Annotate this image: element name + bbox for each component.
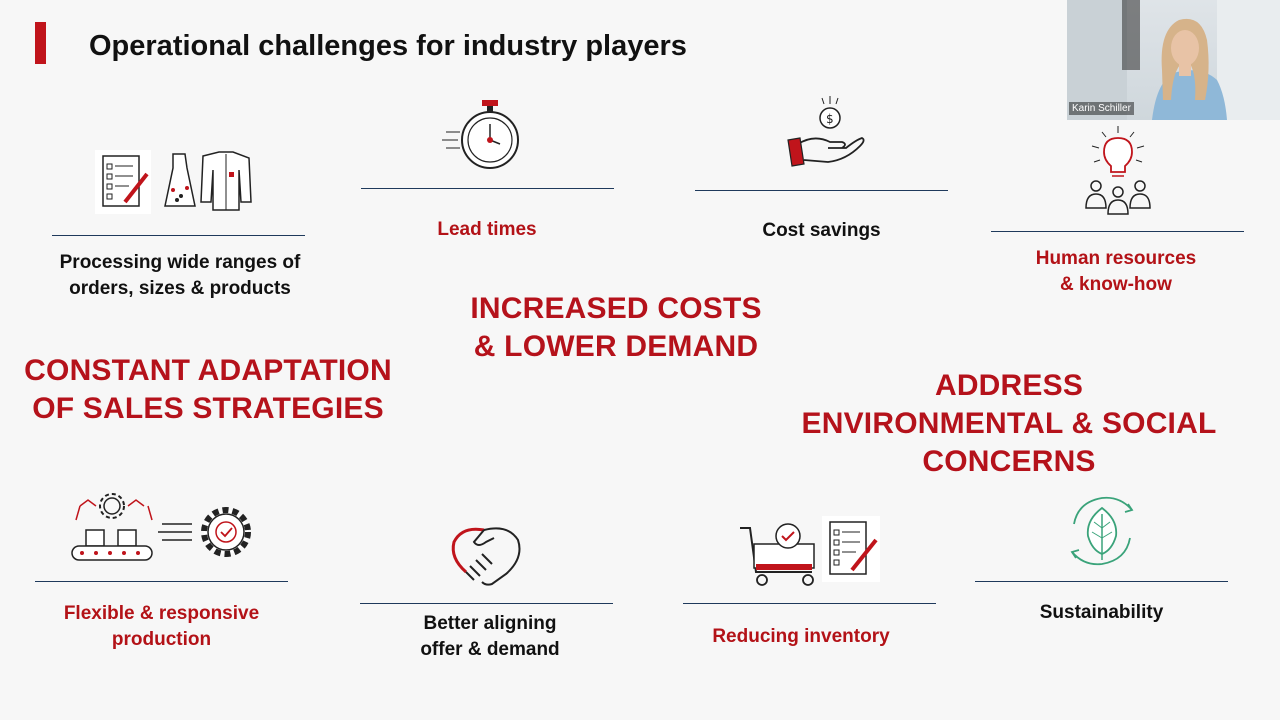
presenter-name-tag: Karin Schiller	[1069, 102, 1134, 115]
divider-sustainability	[975, 581, 1228, 582]
theme-constant-adaptation: CONSTANT ADAPTATION OF SALES STRATEGIES	[24, 354, 392, 425]
svg-text:$: $	[826, 112, 834, 126]
handshake-icon	[451, 527, 521, 586]
production-gear-icon	[71, 493, 251, 561]
divider-flexible-production	[35, 581, 288, 582]
label-human-resources: Human resources & know-how	[1035, 248, 1197, 295]
divider-reducing-inventory	[683, 603, 936, 604]
checklist-clothing-icon	[95, 150, 252, 214]
divider-human-resources	[991, 231, 1244, 232]
label-reducing-inventory: Reducing inventory	[712, 626, 890, 647]
theme-increased-costs: INCREASED COSTS & LOWER DEMAND	[470, 292, 762, 363]
theme-environmental: ADDRESS ENVIRONMENTAL & SOCIAL CONCERNS	[801, 369, 1217, 478]
money-hand-icon: $	[787, 96, 865, 167]
label-aligning-offer: Better aligning offer & demand	[420, 613, 560, 660]
idea-team-icon	[1085, 126, 1151, 215]
divider-aligning-offer	[360, 603, 613, 604]
divider-processing	[52, 235, 305, 236]
presenter-webcam[interactable]: Karin Schiller	[1067, 0, 1280, 120]
label-lead-times: Lead times	[437, 219, 537, 240]
slide-title: Operational challenges for industry play…	[89, 30, 687, 62]
label-flexible-production: Flexible & responsive production	[63, 603, 260, 650]
presenter-video-frame	[1067, 0, 1280, 120]
label-processing: Processing wide ranges of orders, sizes …	[59, 252, 301, 299]
cart-checklist-icon	[740, 516, 880, 586]
leaf-cycle-icon	[1070, 496, 1134, 566]
divider-cost-savings	[695, 190, 948, 191]
label-cost-savings: Cost savings	[762, 220, 881, 241]
label-sustainability: Sustainability	[1039, 602, 1164, 623]
title-accent-bar	[35, 22, 46, 64]
stopwatch-icon	[442, 100, 519, 169]
divider-lead-times	[361, 188, 614, 189]
